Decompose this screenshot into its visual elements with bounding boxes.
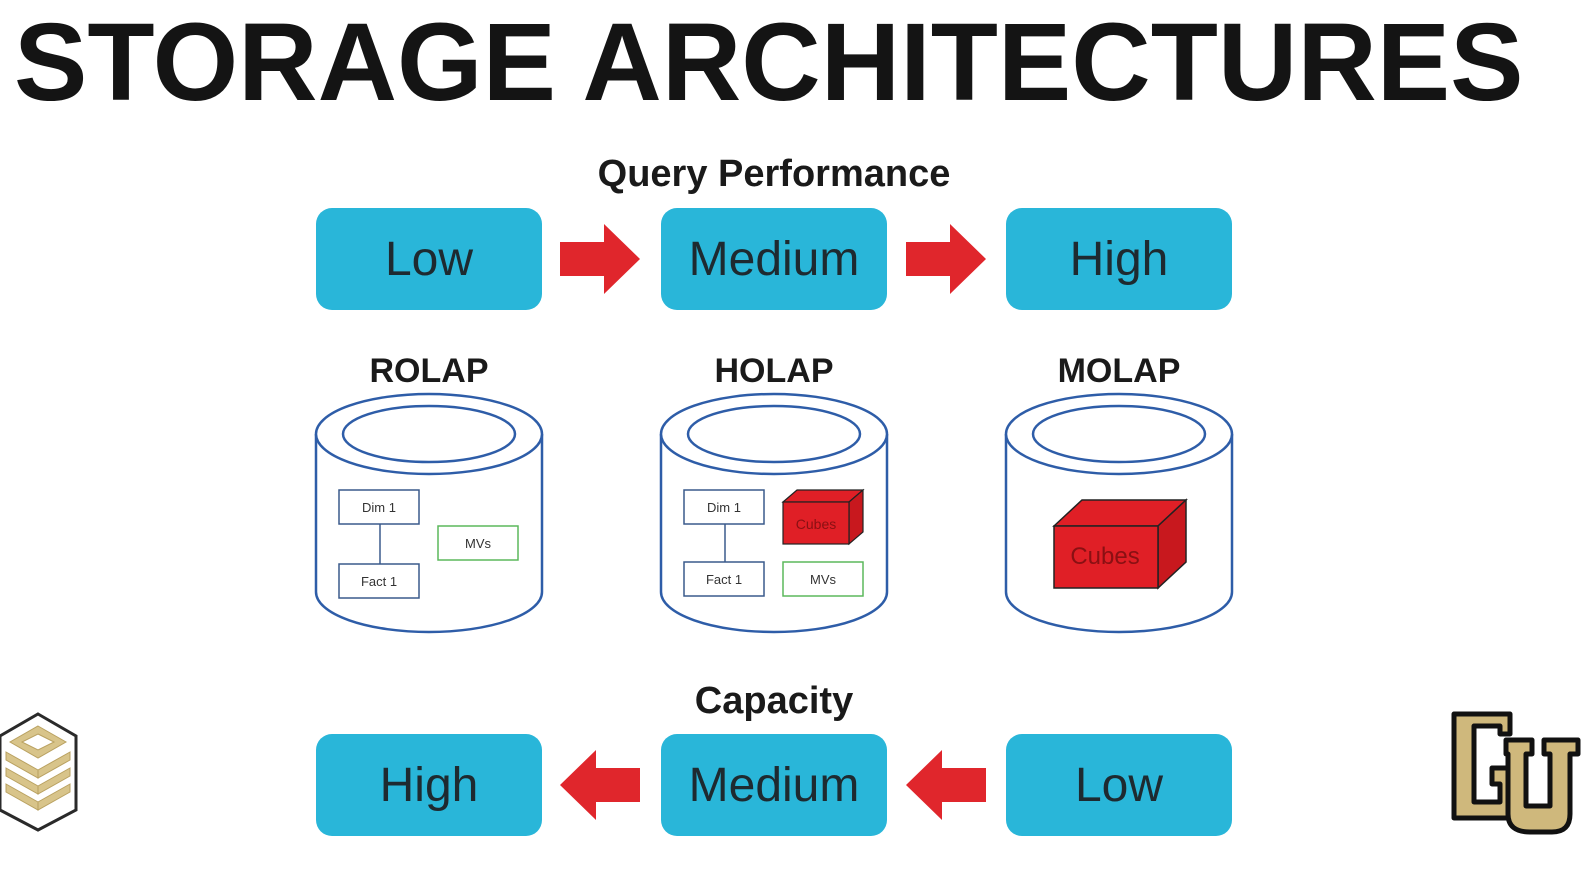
svg-text:Fact 1: Fact 1 [706, 572, 742, 587]
capacity-low-box: Low [1006, 734, 1232, 836]
capacity-medium-box: Medium [661, 734, 887, 836]
svg-text:Cubes: Cubes [1070, 543, 1139, 570]
mvs-box: MVs [437, 525, 519, 561]
capacity-high-box: High [316, 734, 542, 836]
svg-text:MVs: MVs [810, 572, 837, 587]
arrow-left-icon [560, 750, 640, 820]
rolap-label: ROLAP [369, 352, 489, 390]
molap-label: MOLAP [1057, 352, 1181, 390]
molap-database: Cubes [1004, 392, 1234, 634]
fact-table-box: Fact 1 [683, 561, 765, 597]
svg-text:Dim 1: Dim 1 [362, 500, 396, 515]
svg-text:MVs: MVs [465, 536, 492, 551]
slide-title: STORAGE ARCHITECTURES [14, 1, 1524, 124]
fact-table-box: Fact 1 [338, 563, 420, 599]
arrow-right-icon [906, 224, 986, 294]
dim-table-box: Dim 1 [683, 489, 765, 525]
small-cube-icon: Cubes [781, 488, 865, 546]
cu-logo [1451, 711, 1581, 835]
performance-low-box: Low [316, 208, 542, 310]
performance-medium-box: Medium [661, 208, 887, 310]
arrow-right-icon [560, 224, 640, 294]
mvs-box: MVs [782, 561, 864, 597]
rolap-database: Dim 1 Fact 1 MVs [314, 392, 544, 634]
query-performance-label: Query Performance [597, 153, 951, 195]
svg-text:Dim 1: Dim 1 [707, 500, 741, 515]
svg-text:Cubes: Cubes [796, 516, 836, 532]
arrow-left-icon [906, 750, 986, 820]
holap-label: HOLAP [714, 352, 834, 390]
svg-text:Fact 1: Fact 1 [361, 574, 397, 589]
performance-high-box: High [1006, 208, 1232, 310]
capacity-label: Capacity [694, 680, 854, 722]
holap-database: Dim 1 Fact 1 Cubes MVs [659, 392, 889, 634]
dim-table-box: Dim 1 [338, 489, 420, 525]
large-cube-icon: Cubes [1052, 498, 1188, 590]
cube-stack-logo [0, 712, 78, 832]
